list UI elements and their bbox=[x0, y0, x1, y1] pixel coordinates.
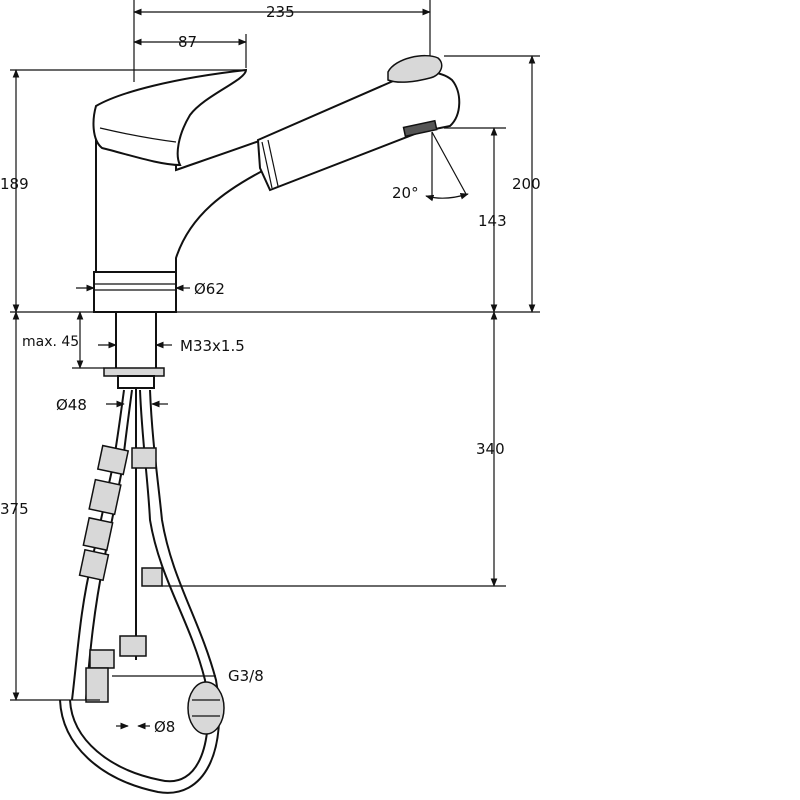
dim-max-deck: max. 45 bbox=[22, 334, 79, 350]
dim-shank-diameter: Ø48 bbox=[56, 396, 87, 414]
dimension-lines bbox=[10, 0, 540, 730]
dim-hose-length: 375 bbox=[0, 500, 29, 518]
dim-base-diameter: Ø62 bbox=[194, 280, 225, 298]
dim-lever-height: 189 bbox=[0, 175, 29, 193]
dim-spout-height: 200 bbox=[512, 175, 541, 193]
dim-below-deck: 340 bbox=[476, 440, 505, 458]
faucet-body bbox=[93, 138, 270, 313]
dim-outlet-height: 143 bbox=[478, 212, 507, 230]
pull-out-spout bbox=[256, 54, 461, 192]
lever-handle bbox=[92, 68, 248, 167]
dim-thread: M33x1.5 bbox=[180, 337, 245, 355]
dim-connection: G3/8 bbox=[228, 667, 264, 685]
dim-spray-angle: 20° bbox=[392, 184, 419, 202]
dimension-labels: 235 87 189 200 143 20° Ø62 max. 45 M33x1… bbox=[0, 3, 541, 736]
hoses bbox=[59, 389, 225, 794]
dim-overall-reach: 235 bbox=[266, 3, 295, 21]
dim-lever-reach: 87 bbox=[178, 33, 197, 51]
dim-pipe-diameter: Ø8 bbox=[154, 718, 175, 736]
